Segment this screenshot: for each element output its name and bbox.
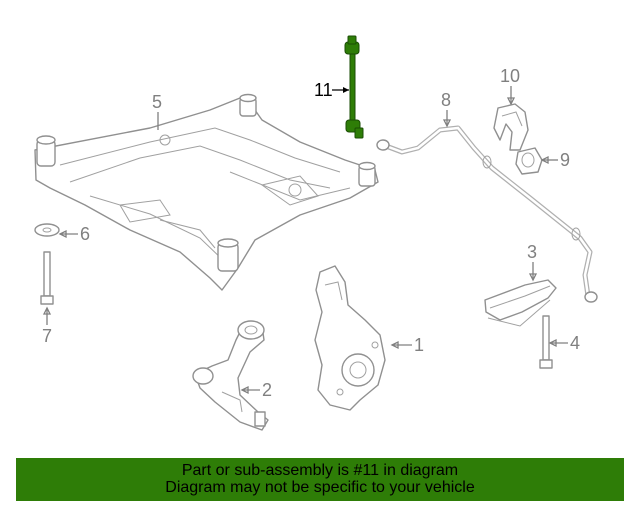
part-7-bolt[interactable] bbox=[40, 251, 54, 305]
arrow-1 bbox=[390, 340, 399, 350]
part-4-bolt[interactable] bbox=[539, 315, 553, 369]
banner-line-2: Diagram may not be specific to your vehi… bbox=[165, 479, 475, 496]
part-11-stabilizer-link[interactable] bbox=[344, 35, 364, 139]
arrow-3 bbox=[528, 273, 538, 282]
callout-3: 3 bbox=[527, 242, 537, 262]
part-8-stabilizer-bar[interactable] bbox=[376, 125, 598, 303]
callout-8: 8 bbox=[441, 90, 451, 110]
arrow-4 bbox=[548, 338, 557, 348]
callout-6: 6 bbox=[80, 224, 90, 244]
callout-5: 5 bbox=[152, 92, 162, 112]
arrow-11 bbox=[343, 87, 349, 93]
callout-10: 10 bbox=[500, 66, 520, 86]
arrow-7 bbox=[42, 306, 52, 315]
callout-11: 11 bbox=[314, 80, 333, 100]
parts-diagram: 1 2 3 4 5 6 7 8 9 10 11 bbox=[34, 35, 598, 431]
info-banner: Part or sub-assembly is #11 in diagram D… bbox=[16, 458, 624, 501]
arrow-6 bbox=[58, 229, 67, 239]
callout-1: 1 bbox=[414, 335, 424, 355]
arrow-9 bbox=[540, 155, 549, 165]
part-6-washer[interactable] bbox=[34, 223, 60, 237]
callout-9: 9 bbox=[560, 150, 570, 170]
arrow-10 bbox=[506, 97, 516, 106]
part-5-subframe[interactable] bbox=[34, 93, 379, 291]
part-2-lower-control-arm[interactable] bbox=[192, 320, 269, 431]
part-3-bracket[interactable] bbox=[484, 279, 557, 327]
part-10-clamp[interactable] bbox=[493, 103, 529, 151]
callout-4: 4 bbox=[570, 333, 580, 353]
part-9-bushing[interactable] bbox=[515, 147, 543, 175]
banner-line-1: Part or sub-assembly is #11 in diagram bbox=[181, 462, 459, 479]
part-1-steering-knuckle[interactable] bbox=[314, 265, 386, 411]
callout-2: 2 bbox=[262, 380, 272, 400]
callout-7: 7 bbox=[42, 326, 52, 346]
arrow-2 bbox=[240, 385, 249, 395]
arrow-8 bbox=[442, 119, 452, 128]
